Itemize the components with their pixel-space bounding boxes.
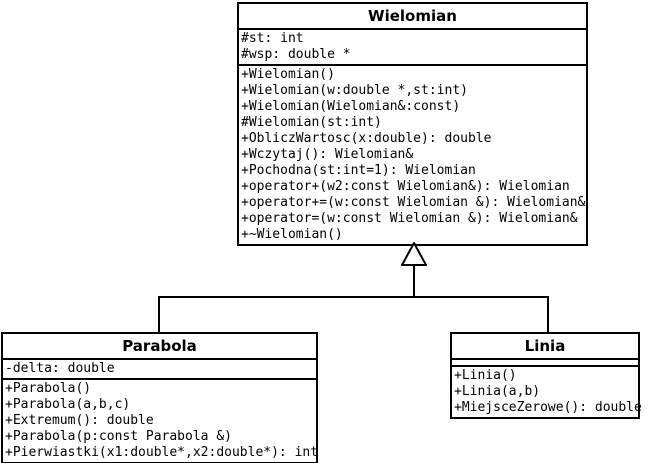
class-name-parabola: Parabola bbox=[3, 334, 316, 360]
generalization-line-parabola bbox=[158, 296, 160, 332]
method-row: +Parabola() bbox=[5, 381, 92, 396]
generalization-stem-line bbox=[413, 265, 415, 297]
method-row: +Parabola(a,b,c) bbox=[5, 397, 131, 412]
method-row: +ObliczWartosc(x:double): double bbox=[241, 131, 492, 146]
class-name-linia: Linia bbox=[452, 334, 638, 360]
parabola-attributes-compartment: -delta: double bbox=[3, 360, 316, 380]
method-row: +Pierwiastki(x1:double*,x2:double*): int bbox=[5, 445, 319, 460]
method-row: +Wielomian(Wielomian&:const) bbox=[241, 99, 461, 114]
method-row: +Wielomian() bbox=[241, 67, 335, 82]
parabola-methods-compartment: +Parabola() +Parabola(a,b,c) +Extremum()… bbox=[3, 380, 319, 462]
method-row: +~Wielomian() bbox=[241, 227, 343, 242]
attribute-row: #wsp: double * bbox=[241, 47, 351, 62]
attribute-row: #st: int bbox=[241, 31, 304, 46]
method-row: +Wczytaj(): Wielomian& bbox=[241, 147, 414, 162]
wielomian-methods-compartment: +Wielomian() +Wielomian(w:double *,st:in… bbox=[239, 66, 586, 244]
method-row: +Linia(a,b) bbox=[454, 384, 541, 399]
method-row: +MiejsceZerowe(): double bbox=[454, 400, 642, 415]
class-box-wielomian: Wielomian #st: int #wsp: double * +Wielo… bbox=[237, 2, 588, 246]
method-row: +operator+(w2:const Wielomian&): Wielomi… bbox=[241, 179, 570, 194]
method-row: +Parabola(p:const Parabola &) bbox=[5, 429, 232, 444]
generalization-line-linia bbox=[547, 296, 549, 332]
generalization-arrowhead-icon bbox=[401, 242, 427, 266]
method-row: #Wielomian(st:int) bbox=[241, 115, 382, 130]
method-row: +operator=(w:const Wielomian &): Wielomi… bbox=[241, 211, 578, 226]
linia-methods-compartment: +Linia() +Linia(a,b) +MiejsceZerowe(): d… bbox=[452, 367, 642, 417]
attribute-row: -delta: double bbox=[5, 361, 115, 376]
method-row: +Pochodna(st:int=1): Wielomian bbox=[241, 163, 476, 178]
wielomian-attributes-compartment: #st: int #wsp: double * bbox=[239, 30, 586, 66]
generalization-horizontal-line bbox=[158, 296, 549, 298]
class-box-parabola: Parabola -delta: double +Parabola() +Par… bbox=[1, 332, 318, 463]
method-row: +Wielomian(w:double *,st:int) bbox=[241, 83, 468, 98]
method-row: +Linia() bbox=[454, 368, 517, 383]
method-row: +operator+=(w:const Wielomian &): Wielom… bbox=[241, 195, 586, 210]
class-box-linia: Linia +Linia() +Linia(a,b) +MiejsceZerow… bbox=[450, 332, 642, 419]
method-row: +Extremum(): double bbox=[5, 413, 154, 428]
class-name-wielomian: Wielomian bbox=[239, 4, 586, 30]
linia-attributes-compartment bbox=[452, 360, 638, 367]
